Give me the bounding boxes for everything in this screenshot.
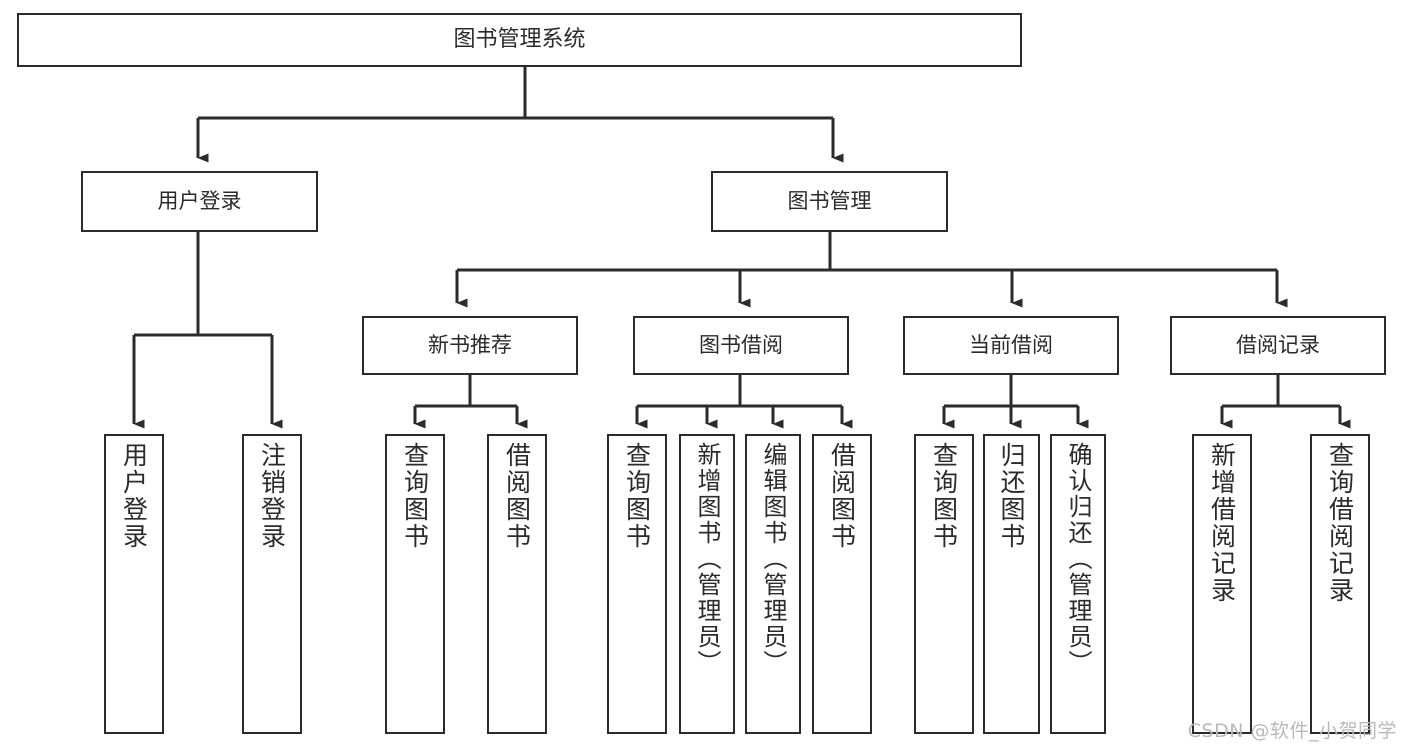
node-label: 查询借阅记录 <box>1325 442 1355 604</box>
node-label: 查询图书 <box>400 442 430 550</box>
node-user-login[interactable]: 用户登录 <box>81 171 318 232</box>
node-label: 新增借阅记录 <box>1207 442 1237 604</box>
node-label: 图书管理系统 <box>453 27 586 53</box>
leaf-query-books-newbook[interactable]: 查询图书 <box>385 434 445 734</box>
node-new-book-recommend[interactable]: 新书推荐 <box>362 316 578 375</box>
node-label: 用户登录 <box>119 442 149 550</box>
leaf-borrow-books-newbook[interactable]: 借阅图书 <box>487 434 547 734</box>
leaf-add-book-admin[interactable]: 新增图书（管理员） <box>679 434 735 734</box>
node-book-management[interactable]: 图书管理 <box>711 171 948 232</box>
node-label: 新增图书（管理员） <box>693 442 721 676</box>
node-borrow-records[interactable]: 借阅记录 <box>1170 316 1386 375</box>
leaf-logout[interactable]: 注销登录 <box>242 434 302 734</box>
leaf-query-books-current[interactable]: 查询图书 <box>914 434 974 734</box>
node-label: 图书借阅 <box>699 333 783 358</box>
node-label: 借阅记录 <box>1236 333 1320 358</box>
node-label: 用户登录 <box>157 189 242 214</box>
leaf-user-login[interactable]: 用户登录 <box>104 434 164 734</box>
leaf-confirm-return-admin[interactable]: 确认归还（管理员） <box>1050 434 1106 734</box>
node-label: 归还图书 <box>997 442 1026 550</box>
node-label: 确认归还（管理员） <box>1064 442 1092 676</box>
node-label: 当前借阅 <box>969 333 1053 358</box>
leaf-edit-book-admin[interactable]: 编辑图书（管理员） <box>745 434 801 734</box>
node-label: 注销登录 <box>257 442 287 550</box>
node-label: 借阅图书 <box>827 442 857 550</box>
leaf-borrow-books-borrow[interactable]: 借阅图书 <box>812 434 872 734</box>
node-label: 查询图书 <box>929 442 959 550</box>
node-book-borrow[interactable]: 图书借阅 <box>633 316 849 375</box>
leaf-add-borrow-record[interactable]: 新增借阅记录 <box>1192 434 1252 734</box>
leaf-query-books-borrow[interactable]: 查询图书 <box>607 434 667 734</box>
node-label: 新书推荐 <box>428 333 512 358</box>
node-label: 图书管理 <box>787 189 872 214</box>
node-label: 借阅图书 <box>502 442 532 550</box>
node-label: 编辑图书（管理员） <box>759 442 787 676</box>
leaf-query-borrow-record[interactable]: 查询借阅记录 <box>1310 434 1370 734</box>
node-current-borrow[interactable]: 当前借阅 <box>903 316 1119 375</box>
leaf-return-books[interactable]: 归还图书 <box>983 434 1040 734</box>
node-root[interactable]: 图书管理系统 <box>17 13 1022 67</box>
node-label: 查询图书 <box>622 442 652 550</box>
